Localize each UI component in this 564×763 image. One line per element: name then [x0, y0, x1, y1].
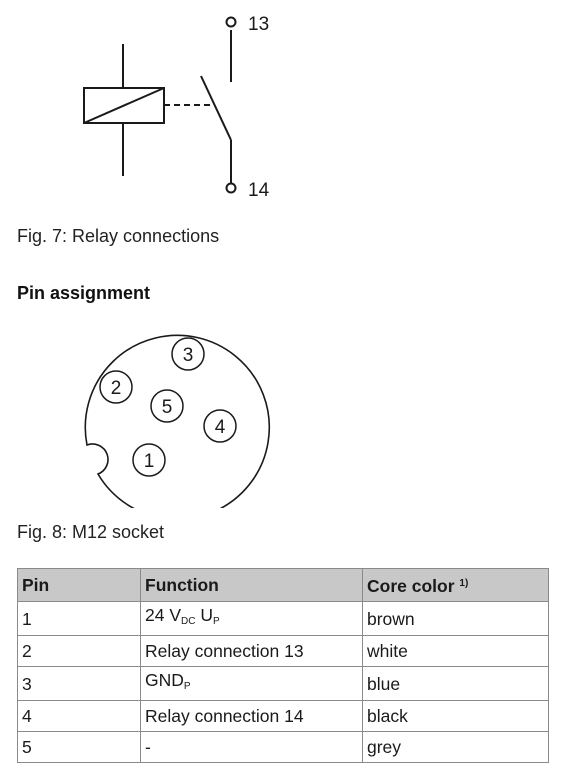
terminal-13-label: 13	[248, 14, 269, 35]
m12-socket-diagram: 3 2 5 4 1	[84, 334, 271, 508]
socket-pin-4: 4	[203, 409, 237, 443]
socket-pin-1: 1	[132, 443, 166, 477]
fig8-caption: Fig. 8: M12 socket	[17, 522, 165, 542]
socket-pin-5: 5	[150, 389, 184, 423]
cell-color: grey	[362, 731, 549, 763]
cell-function: 24 VDC UP	[140, 601, 363, 636]
terminal-14-circle	[225, 182, 237, 194]
header-core-color: Core color 1)	[362, 568, 549, 602]
table-row: 5 - grey	[17, 731, 549, 763]
coil-diagonal	[83, 87, 165, 124]
cell-color: black	[362, 700, 549, 732]
table-row: 1 24 VDC UP brown	[17, 601, 549, 636]
svg-text:4: 4	[215, 417, 226, 438]
table-row: 2 Relay connection 13 white	[17, 635, 549, 667]
cell-pin: 1	[17, 601, 141, 636]
cell-pin: 3	[17, 666, 141, 701]
socket-outline	[84, 334, 271, 508]
socket-pin-3: 3	[171, 337, 205, 371]
cell-color: white	[362, 635, 549, 667]
svg-text:2: 2	[111, 378, 122, 399]
relay-diagram: 13 14	[83, 14, 270, 201]
table-header-row: Pin Function Core color 1)	[17, 568, 549, 602]
contact-blade	[200, 75, 232, 141]
pin-table: Pin Function Core color 1) 1 24 VDC UP b…	[17, 568, 549, 763]
cell-pin: 4	[17, 700, 141, 732]
pin-assignment-heading: Pin assignment	[17, 283, 151, 303]
cell-function: Relay connection 13	[140, 635, 363, 667]
terminal-13-circle	[225, 16, 237, 28]
cell-function: Relay connection 14	[140, 700, 363, 732]
cell-function: GNDP	[140, 666, 363, 701]
fig7-caption: Fig. 7: Relay connections	[17, 226, 220, 246]
terminal-14-label: 14	[248, 180, 270, 201]
cell-pin: 5	[17, 731, 141, 763]
table-row: 3 GNDP blue	[17, 666, 549, 701]
header-function: Function	[140, 568, 363, 602]
socket-pin-2: 2	[99, 370, 133, 404]
table-row: 4 Relay connection 14 black	[17, 700, 549, 732]
footnote-marker: 1)	[459, 578, 469, 589]
cell-color: blue	[362, 666, 549, 701]
cell-color: brown	[362, 601, 549, 636]
cell-function: -	[140, 731, 363, 763]
header-pin: Pin	[17, 568, 141, 602]
svg-text:5: 5	[162, 397, 173, 418]
svg-text:3: 3	[183, 345, 194, 366]
cell-pin: 2	[17, 635, 141, 667]
svg-text:1: 1	[144, 451, 155, 472]
